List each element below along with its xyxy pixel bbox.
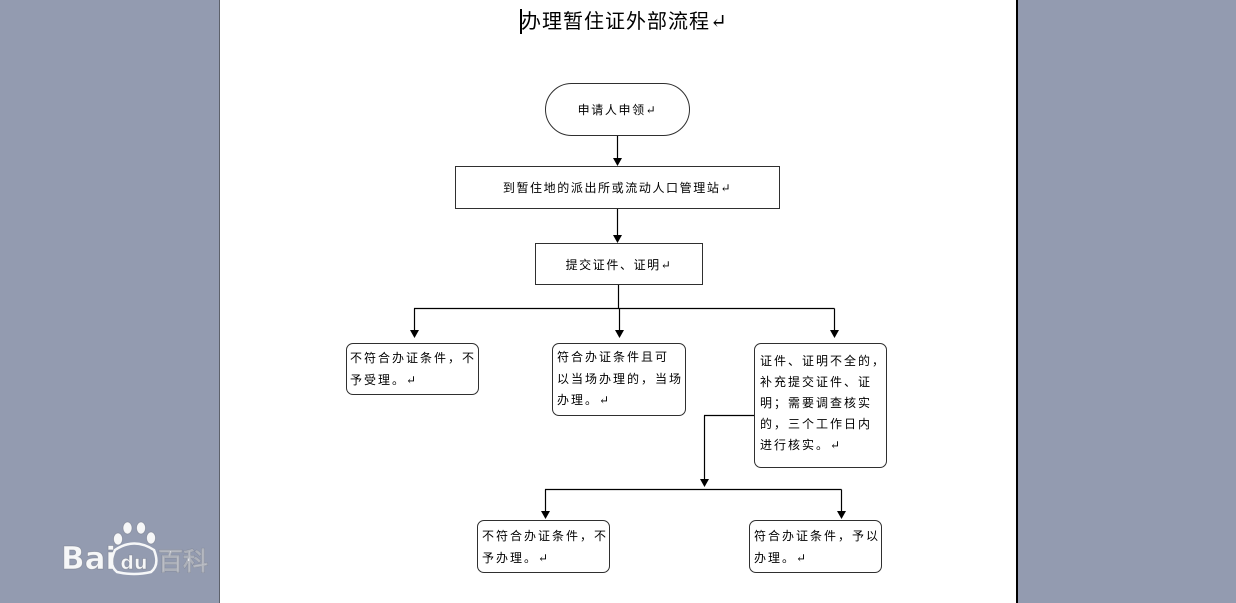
node-text-line: 予受理。↵ — [350, 373, 419, 387]
flow-node-not-processed[interactable]: 不符合办证条件，不 予办理。↵ — [477, 520, 610, 573]
node-text-line: 符合办证条件，予以 — [754, 529, 881, 543]
flow-node-not-accepted[interactable]: 不符合办证条件，不 予受理。↵ — [346, 343, 479, 395]
node-text-line: 证件、证明不全的， — [760, 354, 887, 368]
arrowhead — [830, 330, 839, 338]
node-text-line: 不符合办证条件，不 — [350, 351, 477, 365]
text-cursor — [520, 9, 522, 34]
node-text-line: 以当场办理的，当场 — [557, 371, 684, 386]
paw-icon — [110, 521, 158, 576]
arrowhead — [700, 479, 709, 487]
node-text-line: 明；需要调查核实 — [760, 396, 873, 410]
flow-node-supplement-verify[interactable]: 证件、证明不全的， 补充提交证件、证 明；需要调查核实 的，三个工作日内 进行核… — [754, 343, 887, 468]
flow-node-submit-documents[interactable]: 提交证件、证明↵ — [535, 243, 703, 285]
arrowhead — [613, 235, 622, 243]
node-text-line: 办理。↵ — [557, 393, 612, 407]
watermark-chinese: 百科 — [158, 547, 208, 576]
watermark-latin-right: du — [120, 552, 147, 574]
node-text-line: 的，三个工作日内 — [760, 417, 873, 431]
flow-node-police-station[interactable]: 到暂住地的派出所或流动人口管理站↵ — [455, 166, 780, 209]
node-text-line: 进行核实。↵ — [760, 438, 843, 452]
baidu-baike-watermark: Bai du 百科 — [61, 521, 208, 577]
node-text-line: 提交证件、证明↵ — [565, 257, 673, 272]
arrowhead — [837, 511, 846, 519]
node-text-line: 办理。↵ — [754, 551, 809, 565]
flow-node-apply[interactable]: 申请人申领↵ — [545, 83, 690, 136]
node-text-line: 符合办证条件且可 — [557, 350, 670, 364]
flow-node-process-on-spot[interactable]: 符合办证条件且可 以当场办理的，当场 办理。↵ — [552, 343, 686, 416]
page-title: 办理暂住证外部流程↵ — [521, 9, 728, 33]
arrowhead — [541, 511, 550, 519]
node-text-line: 到暂住地的派出所或流动人口管理站↵ — [502, 181, 733, 195]
arrowhead — [615, 330, 624, 338]
watermark-latin-left: Bai — [61, 541, 116, 577]
node-text-line: 申请人申领↵ — [577, 103, 658, 117]
arrowhead — [410, 330, 419, 338]
arrowhead — [613, 158, 622, 166]
flow-node-approved[interactable]: 符合办证条件，予以 办理。↵ — [749, 520, 882, 573]
node-text-line: 予办理。↵ — [482, 551, 551, 565]
node-text-line: 补充提交证件、证 — [760, 375, 873, 389]
node-text-line: 不符合办证条件，不 — [482, 529, 609, 543]
